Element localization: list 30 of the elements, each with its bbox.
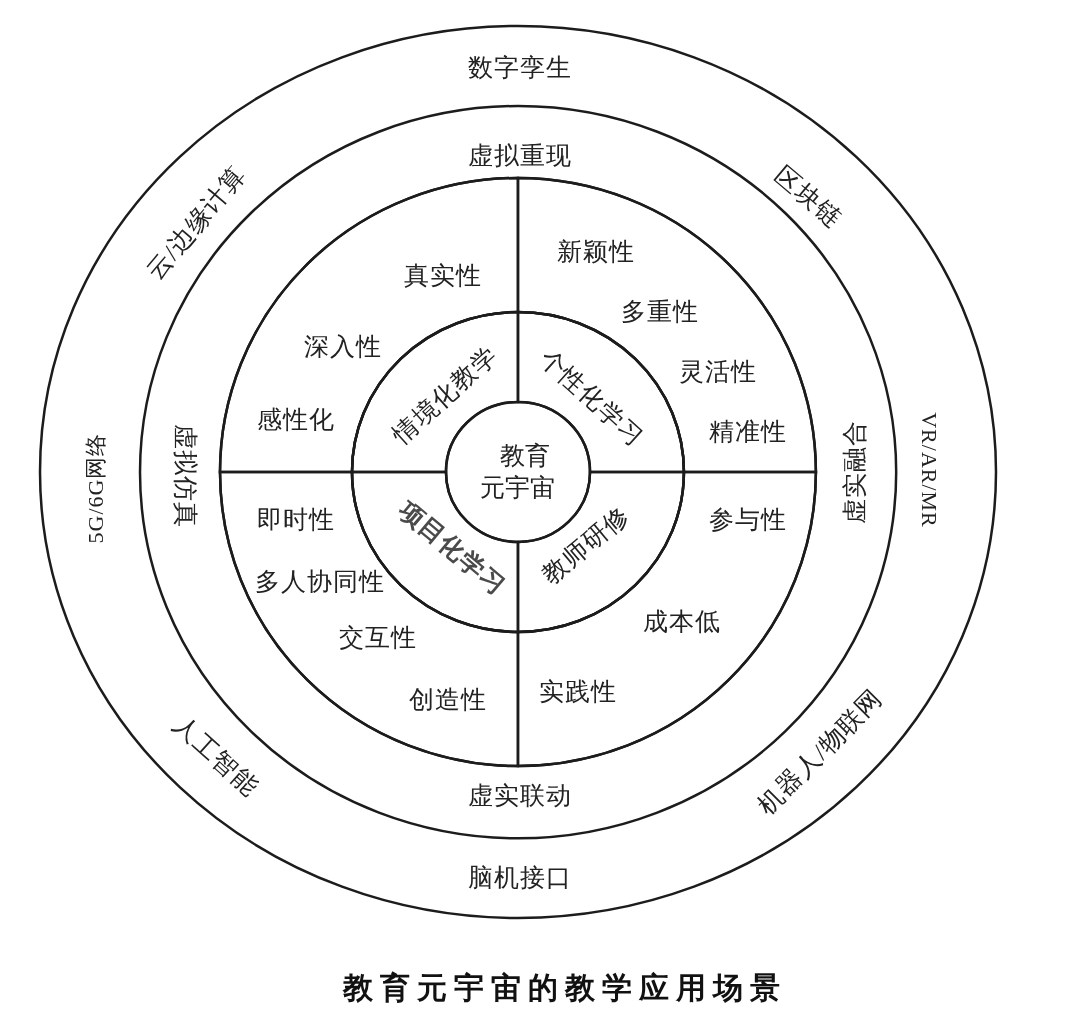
- sector-label: 真实性: [404, 262, 482, 290]
- ring-label: 5G/6G网络: [83, 432, 109, 544]
- outer-circle: [40, 26, 996, 918]
- ring-label: VR/AR/MR: [916, 412, 942, 528]
- sector-label: 即时性: [257, 506, 335, 534]
- sector-label: 灵活性: [679, 358, 757, 386]
- sector-label: 成本低: [643, 608, 721, 636]
- sector-label: 精准性: [709, 418, 787, 446]
- ring-label: 虚实融合: [841, 420, 869, 524]
- middle-circle: [139, 105, 897, 839]
- sector-label: 交互性: [339, 624, 417, 652]
- ring-label: 云/边缘计算: [141, 161, 251, 285]
- sector-label: 实践性: [539, 678, 617, 706]
- sector-label: 创造性: [409, 686, 487, 714]
- ring-label: 机器人/物联网: [752, 684, 888, 820]
- sector-label: 多重性: [621, 298, 699, 326]
- ring-label: 脑机接口: [468, 864, 572, 892]
- sector-label: 感性化: [257, 406, 335, 434]
- ring-label: 数字孪生: [468, 54, 572, 82]
- caption: 教育元宇宙的教学应用场景: [343, 969, 787, 1006]
- ring-label: 虚拟重现: [468, 142, 572, 170]
- sector-label: 多人协同性: [255, 568, 385, 596]
- ring-label: 虚拟仿真: [171, 424, 199, 528]
- sector-label: 深入性: [304, 333, 382, 361]
- ring-label: 人工智能: [168, 711, 264, 801]
- sector-label: 新颖性: [557, 238, 635, 266]
- sector-label: 参与性: [709, 506, 787, 534]
- ring-label: 区块链: [769, 161, 847, 233]
- sector-label: 教师研修: [537, 501, 635, 589]
- ring-label: 虚实联动: [468, 782, 572, 810]
